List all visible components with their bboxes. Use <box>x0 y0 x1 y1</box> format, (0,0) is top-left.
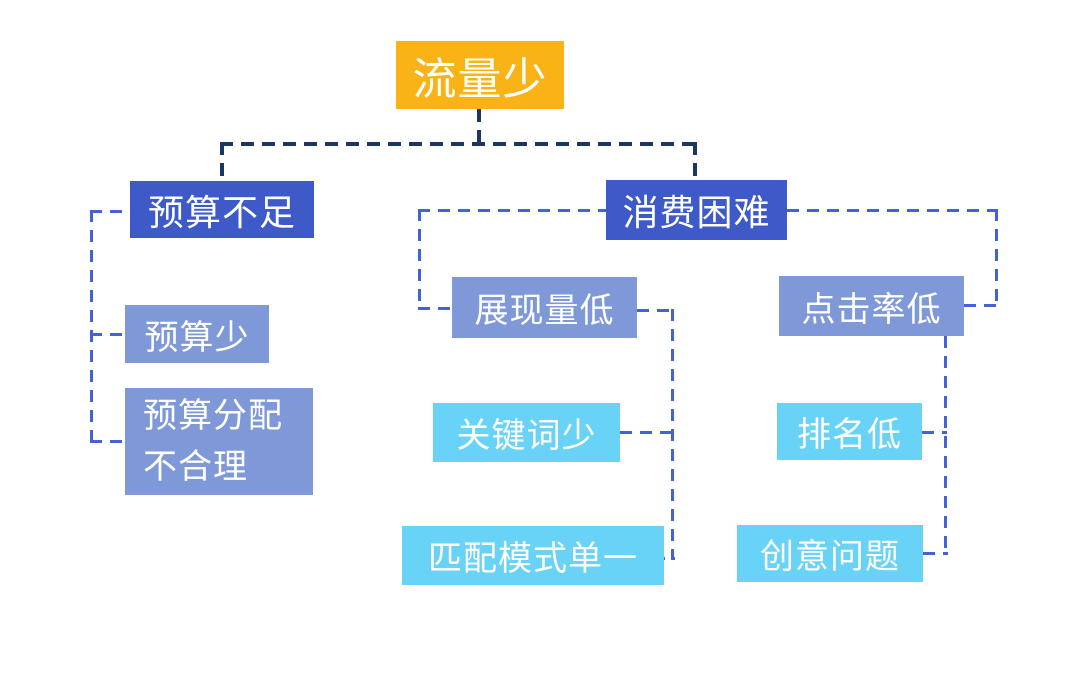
connector-ctr-vertical <box>995 209 998 306</box>
node-creative-problem: 创意问题 <box>737 525 923 582</box>
connector-budget-vertical <box>90 210 93 442</box>
connector-consume-right <box>787 209 998 212</box>
connector-budget-left-stub <box>90 210 130 213</box>
connector-keywords-stub <box>620 431 672 434</box>
node-ctr-low: 点击率低 <box>779 276 964 336</box>
node-traffic-low: 流量少 <box>396 41 564 109</box>
connector-root-down <box>477 109 481 144</box>
connector-budget-alloc-stub <box>90 440 125 443</box>
connector-consume-drop <box>693 142 697 180</box>
connector-impressions-right-stub <box>637 309 673 312</box>
node-impressions-low: 展现量低 <box>452 277 637 338</box>
connector-budget-drop <box>220 142 224 181</box>
connector-impressions-vertical <box>418 209 421 308</box>
connector-level1-horizontal <box>220 142 699 146</box>
connector-ctr-children-vertical <box>944 336 947 555</box>
connector-impressions-stub <box>418 307 452 310</box>
node-budget-low: 预算少 <box>125 305 269 363</box>
connector-match-stub <box>653 557 675 560</box>
connector-consume-left <box>418 209 606 212</box>
node-budget-allocation-unreasonable: 预算分配不合理 <box>125 388 313 495</box>
connector-ctr-stub <box>964 304 998 307</box>
connector-budget-low-stub <box>90 333 125 336</box>
node-budget-insufficient: 预算不足 <box>130 181 314 238</box>
connector-creative-stub <box>923 552 948 555</box>
node-consumption-difficult: 消费困难 <box>606 180 787 240</box>
node-keywords-few: 关键词少 <box>433 403 620 462</box>
node-match-mode-single: 匹配模式单一 <box>402 526 664 585</box>
connector-ranking-stub <box>922 431 947 434</box>
connector-impressions-children-vertical <box>671 309 674 560</box>
node-ranking-low: 排名低 <box>777 403 922 460</box>
